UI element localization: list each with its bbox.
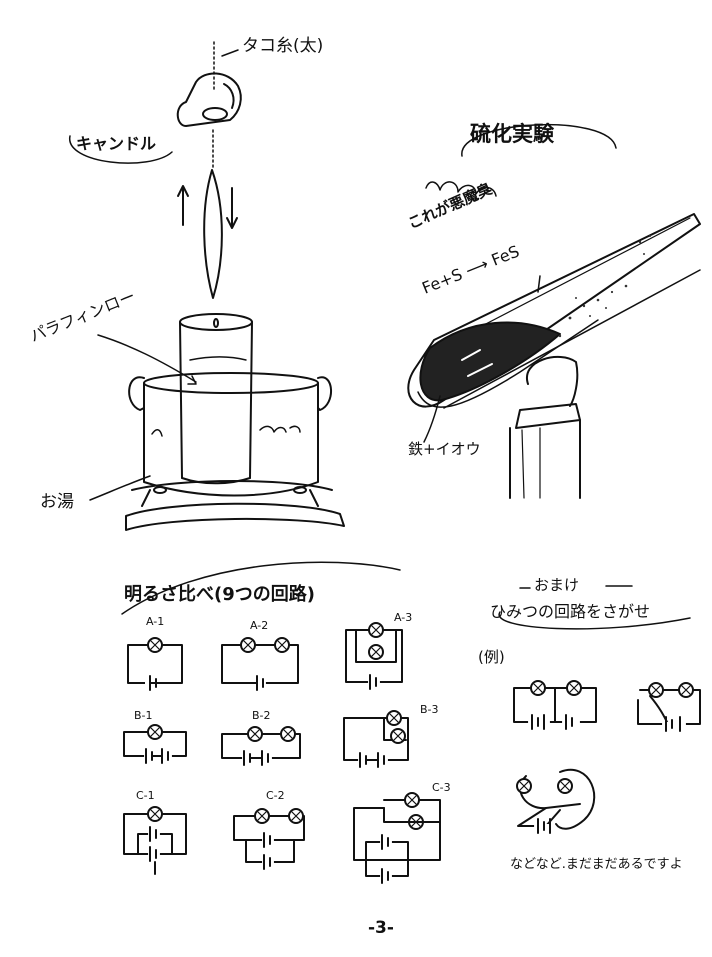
circuit-C-2 bbox=[233, 808, 305, 870]
circuit-label-B-3: B-3 bbox=[420, 703, 439, 716]
circuits-title: 明るさ比べ(9つの回路) bbox=[124, 584, 315, 605]
circuit-label-A-1: A-1 bbox=[146, 615, 165, 628]
sulfide-experiment-title: 硫化実験 bbox=[470, 122, 554, 146]
circuit-A-1 bbox=[127, 637, 183, 692]
circuit-label-A-3: A-3 bbox=[394, 611, 413, 624]
circuit-B-1 bbox=[123, 724, 187, 764]
bonus-footer-note: などなど.まだまだあるですよ bbox=[510, 857, 683, 872]
bonus-title: おまけ bbox=[534, 576, 580, 594]
bonus-drawings bbox=[498, 585, 701, 834]
kite-string-label: タコ糸(太) bbox=[242, 36, 324, 56]
circuit-B-3 bbox=[343, 710, 409, 768]
circuit-C-3 bbox=[353, 792, 441, 884]
circuit-label-A-2: A-2 bbox=[250, 619, 269, 632]
circuit-label-C-3: C-3 bbox=[432, 781, 451, 794]
circuit-label-B-2: B-2 bbox=[252, 709, 271, 722]
circuit-B-2 bbox=[221, 726, 301, 766]
sulfide-experiment-drawing bbox=[407, 123, 701, 499]
circuit-label-C-2: C-2 bbox=[266, 789, 285, 802]
example-label: (例) bbox=[478, 648, 505, 666]
circuit-A-2 bbox=[221, 637, 299, 691]
hot-water-label: お湯 bbox=[40, 492, 74, 512]
circuit-A-3 bbox=[345, 622, 403, 690]
candle-label: キャンドル bbox=[76, 134, 157, 153]
circuit-label-B-1: B-1 bbox=[134, 709, 153, 722]
candle-experiment-drawing bbox=[69, 41, 345, 531]
bonus-subtitle: ひみつの回路をさがせ bbox=[490, 602, 651, 621]
circuit-C-1 bbox=[123, 806, 187, 875]
circuit-label-C-1: C-1 bbox=[136, 789, 155, 802]
page-number: -3- bbox=[368, 918, 394, 938]
iron-sulfur-label: 鉄+イオウ bbox=[408, 440, 481, 458]
